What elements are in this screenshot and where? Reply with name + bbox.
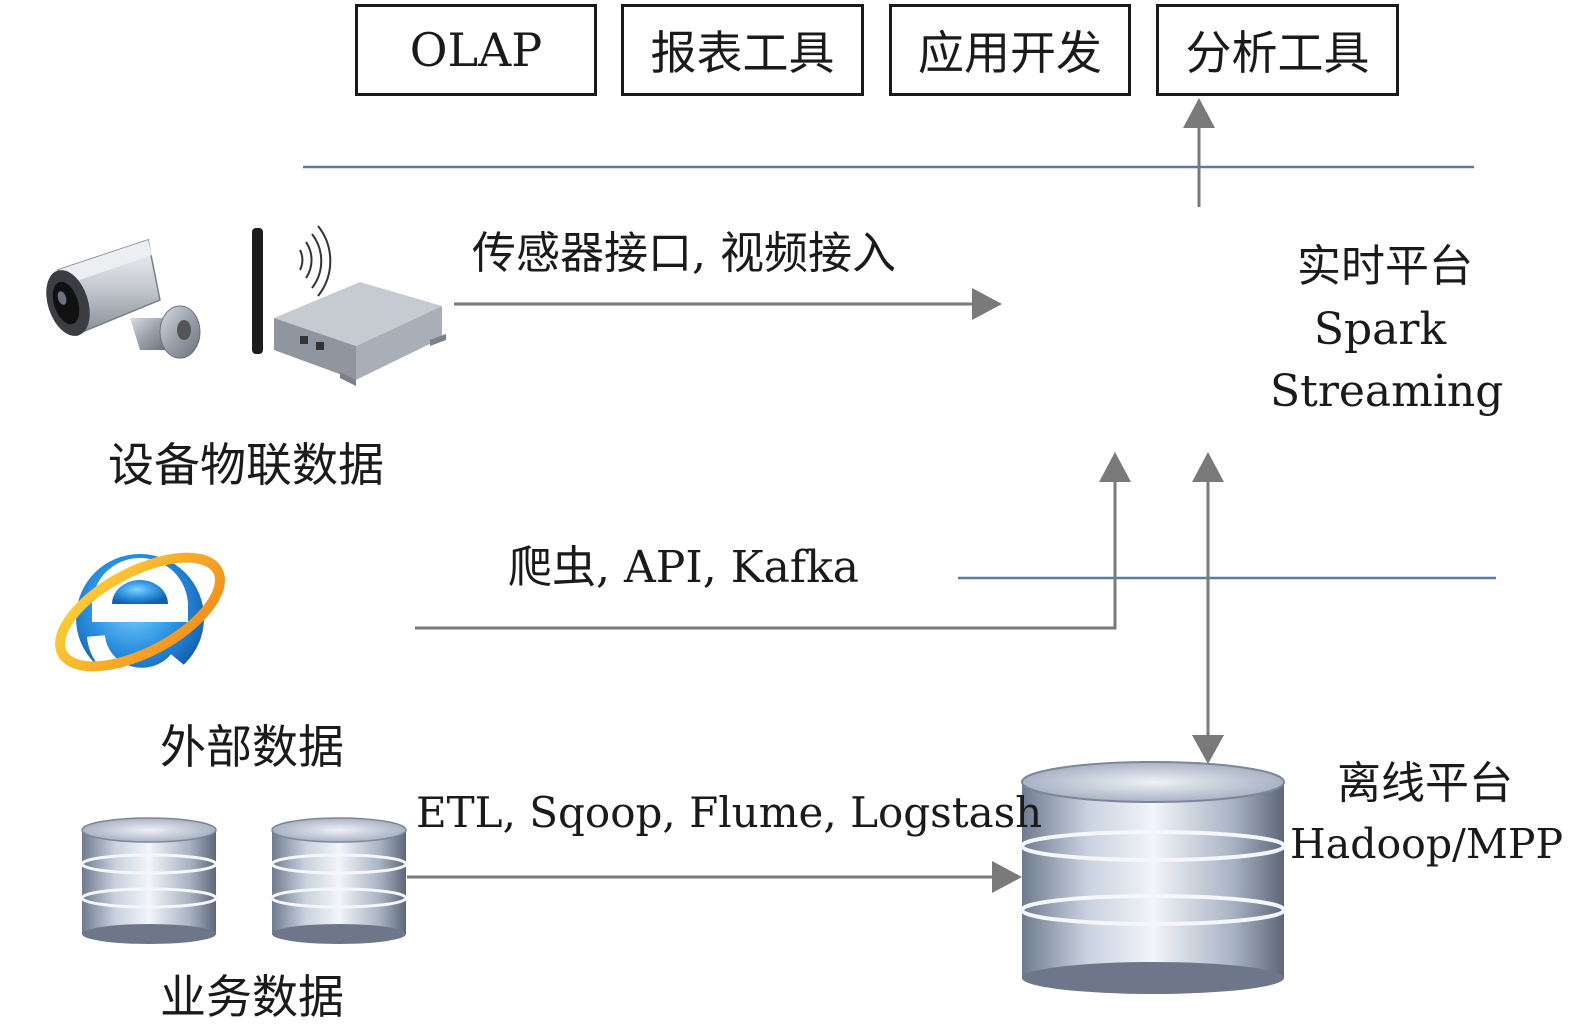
tool-box-olap: OLAP <box>355 4 597 96</box>
tool-box-app-dev: 应用开发 <box>889 4 1131 96</box>
wireless-router-icon <box>252 225 446 386</box>
camera-icon <box>46 239 201 359</box>
tool-label: OLAP <box>409 23 543 77</box>
offline-platform-name: Hadoop/MPP <box>1290 820 1564 868</box>
tool-label: 报表工具 <box>650 26 835 80</box>
arrow-business-to-offline <box>407 861 1022 893</box>
business-data-caption: 业务数据 <box>160 970 344 1024</box>
tool-box-report: 报表工具 <box>621 4 864 96</box>
arrow-realtime-offline <box>1192 452 1224 764</box>
arrow-to-tools <box>1183 98 1215 207</box>
business-flow-label: ETL, Sqoop, Flume, Logstash <box>416 788 1043 837</box>
arrow-external-to-realtime <box>415 452 1131 630</box>
realtime-platform-name-2: Streaming <box>1270 366 1504 417</box>
arrow-device-to-realtime <box>454 288 1002 320</box>
tool-label: 应用开发 <box>918 26 1102 80</box>
offline-platform-title: 离线平台 <box>1337 758 1513 809</box>
tool-box-analysis: 分析工具 <box>1156 4 1399 96</box>
offline-database-icon <box>1020 761 1286 994</box>
tool-label: 分析工具 <box>1185 26 1370 80</box>
browser-icon <box>55 552 225 686</box>
database-icon <box>270 817 408 944</box>
device-flow-label: 传感器接口, 视频接入 <box>472 228 896 279</box>
realtime-platform-name: Spark <box>1313 304 1447 355</box>
external-data-caption: 外部数据 <box>160 720 344 774</box>
device-data-caption: 设备物联数据 <box>108 438 384 492</box>
database-icon <box>80 817 218 944</box>
external-flow-label: 爬虫, API, Kafka <box>508 542 859 593</box>
realtime-platform-title: 实时平台 <box>1297 241 1473 292</box>
